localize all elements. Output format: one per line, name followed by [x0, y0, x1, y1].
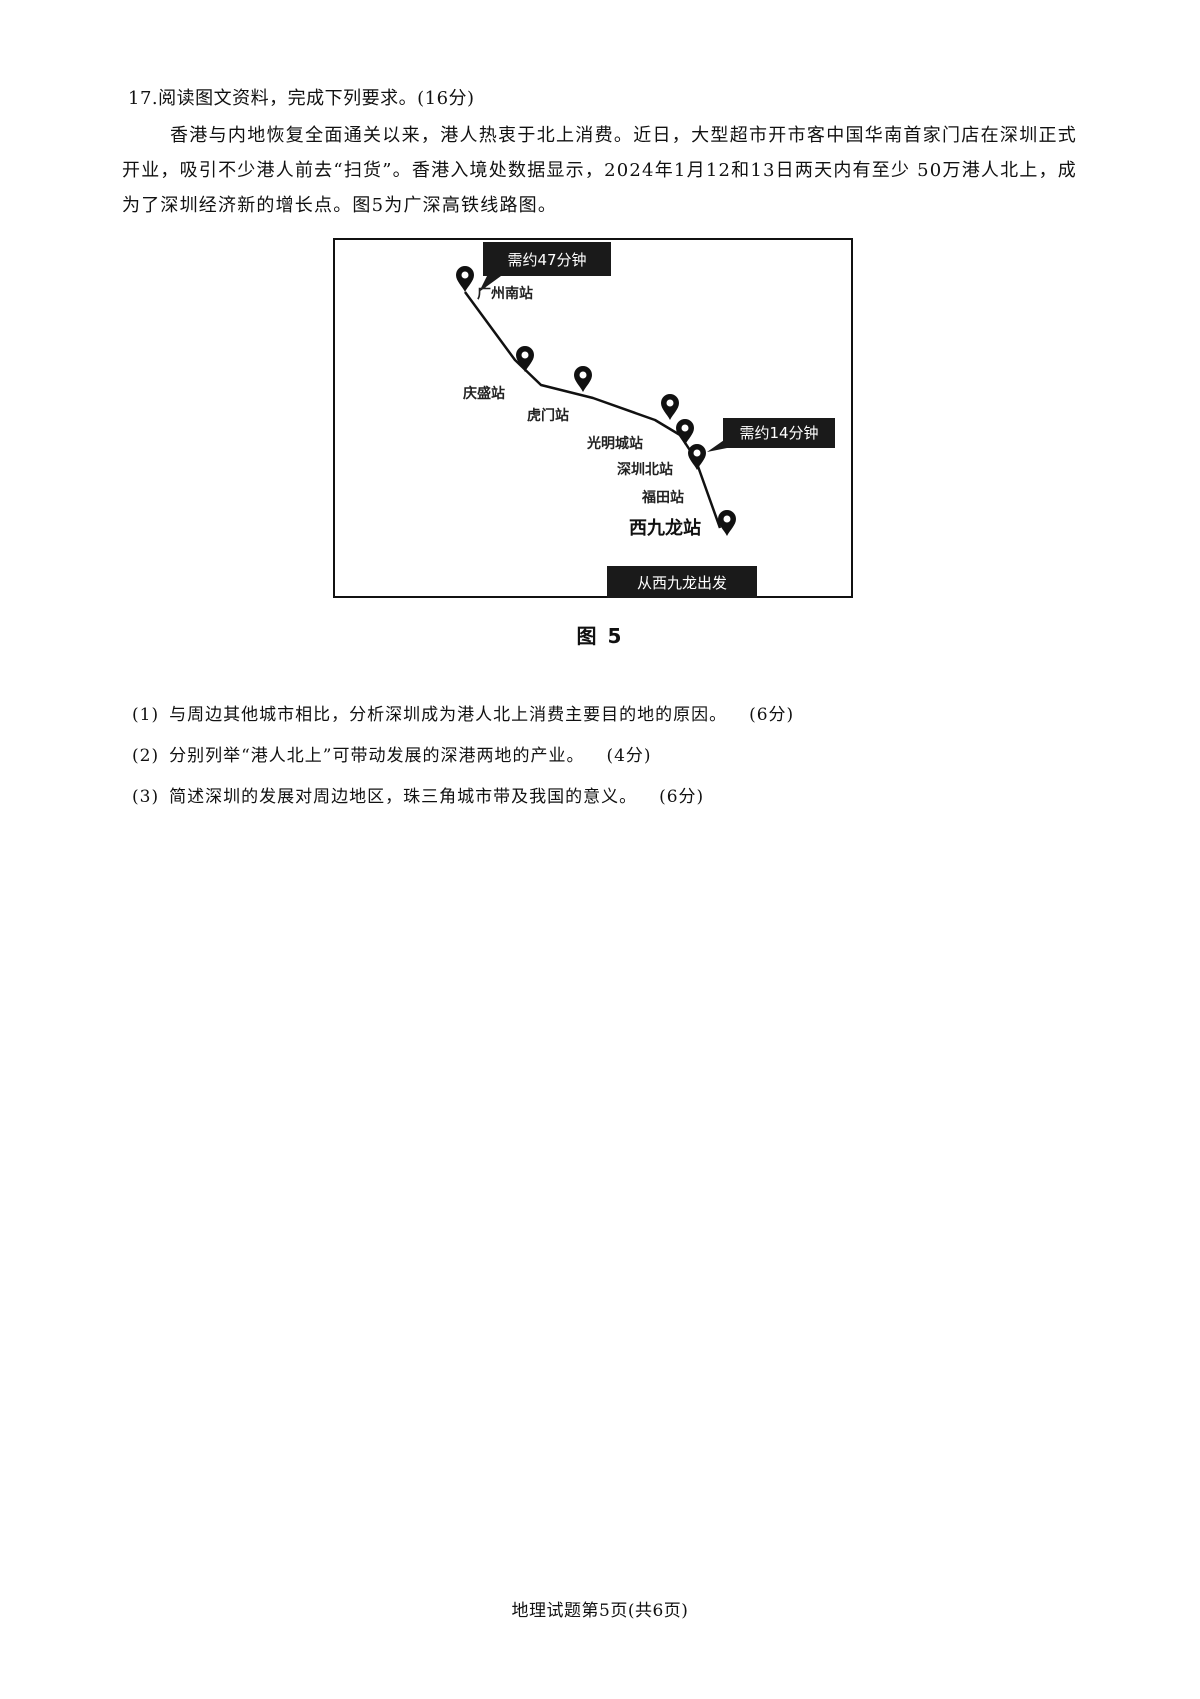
page-footer: 地理试题第5页(共6页) [511, 1601, 689, 1621]
station-futian: 福田站 [641, 444, 706, 506]
station-shenzhen-north: 深圳北站 [617, 419, 694, 478]
subquestion-number: (2) [132, 746, 160, 766]
subquestion-2: (2) 分别列举“港人北上”可带动发展的深港两地的产业。 (4分) [132, 741, 652, 766]
subquestion-text: 简述深圳的发展对周边地区，珠三角城市带及我国的意义。 [169, 787, 638, 807]
subquestion-3: (3) 简述深圳的发展对周边地区，珠三角城市带及我国的意义。 (6分) [132, 782, 704, 807]
station-label: 福田站 [641, 489, 684, 506]
station-label: 广州南站 [477, 285, 533, 302]
station-label: 光明城站 [586, 435, 643, 452]
subquestion-points: (6分) [659, 787, 705, 807]
figure-caption: 图 5 [576, 624, 624, 648]
map-pin-icon [718, 510, 736, 536]
station-label: 庆盛站 [463, 385, 505, 402]
station-guangmingcheng: 光明城站 [586, 394, 679, 452]
station-label: 深圳北站 [617, 461, 673, 478]
map-pin-icon [516, 346, 534, 372]
station-qingsheng: 庆盛站 [463, 346, 534, 402]
subquestion-text: 与周边其他城市相比，分析深圳成为港人北上消费主要目的地的原因。 [169, 705, 728, 725]
subquestion-text: 分别列举“港人北上”可带动发展的深港两地的产业。 [169, 746, 585, 766]
callout-origin: 从西九龙出发 [607, 566, 757, 598]
rail-route-map: 需约47分钟 需约14分钟 从西九龙出发 广州南站 庆盛站 [456, 242, 835, 598]
subquestion-number: (1) [132, 705, 160, 725]
callout-guangzhou-text: 需约47分钟 [507, 251, 586, 269]
station-guangzhou-south: 广州南站 [456, 266, 533, 302]
map-pin-icon [661, 394, 679, 420]
subquestion-points: (6分) [749, 705, 795, 725]
map-pin-icon [688, 444, 706, 470]
map-pin-icon [574, 366, 592, 392]
callout-shenzhen: 需约14分钟 [707, 418, 835, 452]
rail-route-figure: 需约47分钟 需约14分钟 从西九龙出发 广州南站 庆盛站 [333, 238, 853, 598]
callout-guangzhou: 需约47分钟 [479, 242, 611, 292]
subquestion-points: (4分) [606, 746, 652, 766]
subquestion-1: (1) 与周边其他城市相比，分析深圳成为港人北上消费主要目的地的原因。 (6分) [132, 700, 794, 725]
station-humen: 虎门站 [527, 366, 592, 424]
callout-origin-text: 从西九龙出发 [637, 574, 727, 592]
callout-shenzhen-text: 需约14分钟 [739, 424, 818, 442]
station-west-kowloon: 西九龙站 [629, 510, 736, 539]
station-label: 虎门站 [527, 407, 569, 424]
map-pin-icon [676, 419, 694, 445]
subquestion-number: (3) [132, 787, 160, 807]
question-paragraph: 香港与内地恢复全面通关以来，港人热衷于北上消费。近日，大型超市开市客中国华南首家… [122, 125, 1077, 216]
station-label: 西九龙站 [629, 517, 701, 539]
map-pin-icon [456, 266, 474, 292]
question-title: 17.阅读图文资料，完成下列要求。(16分) [128, 88, 475, 109]
